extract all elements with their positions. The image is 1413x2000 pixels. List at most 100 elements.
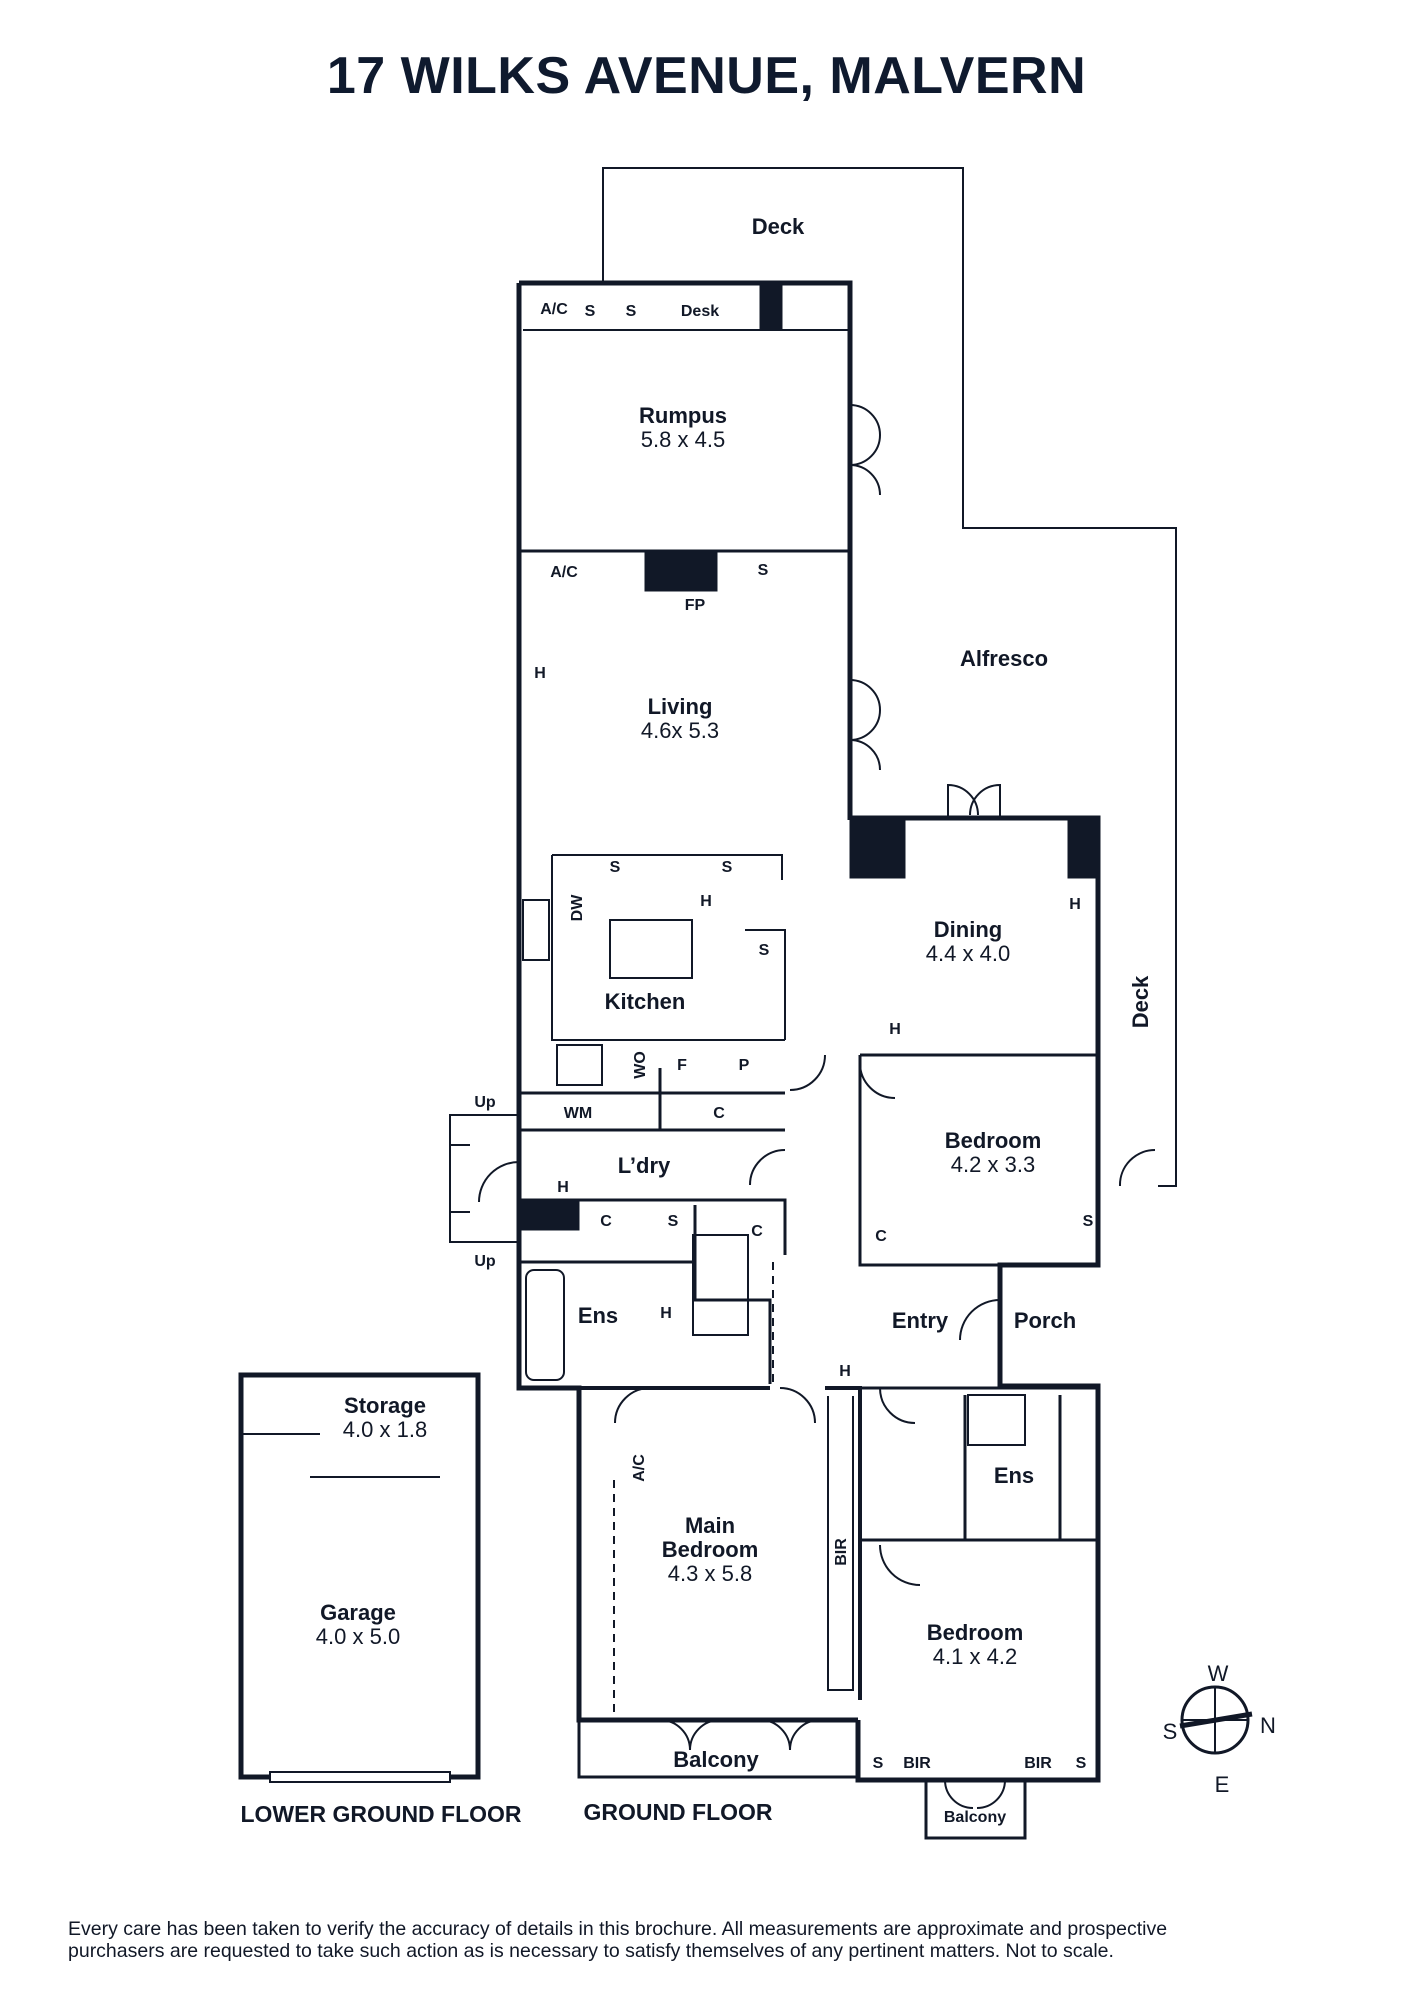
main-bed-door bbox=[779, 1387, 816, 1424]
interior-laundry bbox=[519, 1068, 785, 1132]
up-label-bottom: Up bbox=[474, 1253, 496, 1270]
balcony-main-outline bbox=[577, 1720, 858, 1779]
bedroom2-dim: 4.1 x 4.2 bbox=[933, 1644, 1017, 1669]
shower-2 bbox=[967, 1394, 1026, 1446]
fireplace bbox=[644, 550, 718, 592]
porch-label: Porch bbox=[1014, 1308, 1076, 1333]
s-label-bed2-1: S bbox=[873, 1755, 884, 1772]
shower bbox=[692, 1234, 749, 1336]
s-label-rumpus-1: S bbox=[585, 303, 596, 320]
balcony-doors bbox=[659, 1719, 821, 1751]
ac-label-rumpus: A/C bbox=[540, 301, 568, 318]
disclaimer: Every care has been taken to verify the … bbox=[68, 1918, 1358, 1962]
compass-n: N bbox=[1260, 1713, 1276, 1738]
deck-outline bbox=[602, 167, 1177, 1187]
compass-e: E bbox=[1215, 1772, 1230, 1797]
garage-door bbox=[269, 1771, 451, 1783]
bir-label-bed2-2: BIR bbox=[1024, 1755, 1052, 1772]
kitchen-island bbox=[609, 919, 693, 979]
h-label-dining: H bbox=[1069, 896, 1081, 913]
storage-divider bbox=[241, 1433, 440, 1478]
garage-dim: 4.0 x 5.0 bbox=[316, 1624, 400, 1649]
dining-label: Dining bbox=[934, 917, 1002, 942]
kitchen-entry-door bbox=[789, 1054, 826, 1091]
interior-ens bbox=[519, 1198, 787, 1384]
wm-label: WM bbox=[564, 1105, 592, 1122]
ens-door bbox=[614, 1387, 651, 1424]
balcony-small-outline bbox=[924, 1780, 1027, 1840]
disclaimer-line-2: purchasers are requested to take such ac… bbox=[68, 1940, 1114, 1962]
compass-w: W bbox=[1208, 1661, 1229, 1686]
floor-label-lower: LOWER GROUND FLOOR bbox=[240, 1801, 521, 1827]
rumpus-walls bbox=[519, 280, 853, 820]
h-label-bedroom1: H bbox=[889, 1021, 901, 1038]
floor-label-ground: GROUND FLOOR bbox=[583, 1799, 772, 1825]
storage-dim: 4.0 x 1.8 bbox=[343, 1417, 427, 1442]
deck-top-label: Deck bbox=[752, 214, 805, 239]
c-label-bedroom1: C bbox=[875, 1228, 887, 1245]
column-rumpus bbox=[759, 282, 783, 331]
living-door bbox=[849, 679, 882, 771]
entry-label: Entry bbox=[892, 1308, 949, 1333]
fp-label: FP bbox=[685, 597, 706, 614]
living-label: Living bbox=[648, 694, 713, 719]
rumpus-label: Rumpus bbox=[639, 403, 727, 428]
s-label-bed2-2: S bbox=[1076, 1755, 1087, 1772]
laundry-label: L’dry bbox=[618, 1153, 671, 1178]
h-label-kitchen: H bbox=[700, 893, 712, 910]
main-bedroom-label-2: Bedroom bbox=[662, 1537, 759, 1562]
bedroom2-label: Bedroom bbox=[927, 1620, 1024, 1645]
f-label: F bbox=[677, 1057, 687, 1074]
ac-label-living: A/C bbox=[550, 564, 578, 581]
h-label-entry: H bbox=[839, 1363, 851, 1380]
s-label-kitchen-3: S bbox=[759, 942, 770, 959]
main-bedroom-dim: 4.3 x 5.8 bbox=[668, 1561, 752, 1586]
dining-door bbox=[947, 783, 1001, 818]
living-dim: 4.6x 5.3 bbox=[641, 718, 719, 743]
bir-label-main-bed: BIR bbox=[833, 1538, 850, 1566]
ens1-label: Ens bbox=[578, 1303, 618, 1328]
dw-label: DW bbox=[569, 894, 586, 922]
h-label-laundry: H bbox=[557, 1179, 569, 1196]
main-bedroom-label-1: Main bbox=[685, 1513, 735, 1538]
compass-needle bbox=[1179, 1711, 1253, 1729]
wo-label: WO bbox=[632, 1051, 649, 1079]
small-balcony-doors bbox=[944, 1779, 1006, 1809]
dining-dim: 4.4 x 4.0 bbox=[926, 941, 1010, 966]
s-label-living: S bbox=[758, 562, 769, 579]
cooktop bbox=[556, 1044, 603, 1086]
bedroom-east-wall bbox=[855, 1165, 1101, 1783]
ac-label-main-bed: A/C bbox=[631, 1454, 648, 1482]
bir-label-bed2-1: BIR bbox=[903, 1755, 931, 1772]
kitchen-label: Kitchen bbox=[605, 989, 686, 1014]
bedroom1-label: Bedroom bbox=[945, 1128, 1042, 1153]
laundry-door-west bbox=[478, 1161, 520, 1203]
column-dining-west bbox=[849, 817, 906, 879]
garage-label: Garage bbox=[320, 1600, 396, 1625]
c-label-ens-2: C bbox=[751, 1223, 763, 1240]
ens2-label: Ens bbox=[994, 1463, 1034, 1488]
page-title: 17 WILKS AVENUE, MALVERN bbox=[326, 47, 1087, 105]
compass-s: S bbox=[1163, 1719, 1178, 1744]
column-dining-east bbox=[1067, 817, 1099, 879]
porch-door bbox=[959, 1299, 1001, 1341]
p-label: P bbox=[739, 1057, 750, 1074]
interior-ens2 bbox=[860, 1386, 1098, 1542]
west-wall bbox=[516, 283, 858, 1723]
kitchen-sink bbox=[522, 899, 550, 961]
laundry-door-east bbox=[749, 1149, 786, 1186]
deck-right-label: Deck bbox=[1128, 975, 1153, 1028]
bedroom1-door bbox=[859, 1062, 896, 1099]
desk-label: Desk bbox=[681, 303, 719, 320]
bir-strip bbox=[827, 1396, 854, 1691]
c-label-laundry: C bbox=[713, 1105, 725, 1122]
s-label-kitchen-2: S bbox=[722, 859, 733, 876]
h-label-ens: H bbox=[660, 1305, 672, 1322]
column-laundry bbox=[518, 1199, 580, 1231]
s-label-bedroom1: S bbox=[1083, 1213, 1094, 1230]
rumpus-door bbox=[849, 404, 882, 496]
s-label-ens: S bbox=[668, 1213, 679, 1230]
c-label-ens-1: C bbox=[600, 1213, 612, 1230]
rumpus-dim: 5.8 x 4.5 bbox=[641, 427, 725, 452]
